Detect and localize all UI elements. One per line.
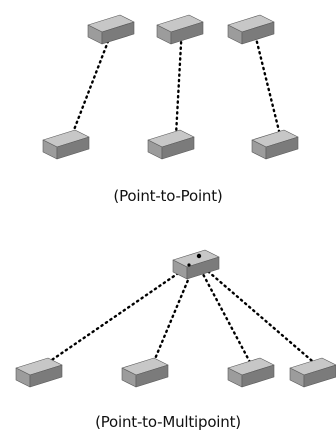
link-2 xyxy=(174,24,184,137)
device-endpoint-1 xyxy=(15,357,63,388)
link-hub-3 xyxy=(194,259,254,368)
hub-port-dot xyxy=(187,263,191,267)
link-3 xyxy=(251,24,282,137)
device-top-3 xyxy=(227,14,275,45)
hub-port-dot xyxy=(196,253,202,259)
device-bottom-1 xyxy=(42,129,90,160)
device-top-1 xyxy=(87,14,135,45)
device-bottom-2 xyxy=(147,129,195,160)
device-endpoint-4 xyxy=(289,357,336,388)
link-1 xyxy=(70,24,116,137)
caption-point-to-multipoint: (Point-to-Multipoint) xyxy=(95,413,241,431)
device-endpoint-2 xyxy=(121,357,169,388)
point-to-multipoint-diagram xyxy=(15,249,336,388)
caption-point-to-point: (Point-to-Point) xyxy=(113,187,223,205)
device-bottom-3 xyxy=(251,129,299,160)
link-hub-4 xyxy=(194,259,320,368)
link-hub-1 xyxy=(41,259,198,368)
device-top-2 xyxy=(156,14,204,45)
device-endpoint-3 xyxy=(227,357,275,388)
point-to-point-diagram xyxy=(42,14,299,160)
